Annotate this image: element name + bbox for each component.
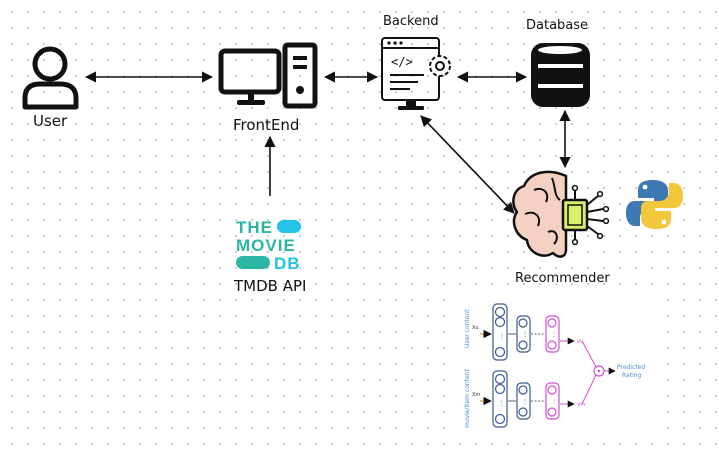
desktop-computer-icon bbox=[218, 42, 318, 109]
user-icon bbox=[22, 46, 79, 110]
python-logo-icon bbox=[626, 180, 683, 229]
nn-x-user-label: Xu bbox=[472, 325, 479, 331]
svg-text:⋮: ⋮ bbox=[551, 332, 557, 338]
svg-text:⋮: ⋮ bbox=[551, 399, 557, 405]
svg-text:</>: </> bbox=[391, 55, 413, 69]
nn-v-user-label: Vu bbox=[577, 339, 583, 345]
tmdb-logo-line1: THE bbox=[236, 218, 273, 237]
tmdb-logo: THE MOVIE DB bbox=[236, 218, 301, 273]
svg-text:⋮: ⋮ bbox=[499, 334, 505, 340]
svg-text:⋮: ⋮ bbox=[522, 399, 528, 405]
arrow-backend-recommender bbox=[420, 115, 515, 214]
frontend-label: FrontEnd bbox=[233, 116, 300, 134]
backend-label: Backend bbox=[383, 14, 439, 29]
svg-text:⋮: ⋮ bbox=[499, 401, 505, 407]
neural-network-figure: User content movie/item content Xu ⋮ ⋮ ⋮… bbox=[455, 296, 660, 434]
database-icon bbox=[531, 43, 590, 107]
tmdb-logo-line2: MOVIE bbox=[236, 236, 296, 255]
connection-arrows bbox=[84, 71, 571, 214]
nn-movie-branch-label: movie/item content bbox=[464, 368, 471, 428]
nn-v-movie-label: Vm bbox=[577, 402, 585, 408]
svg-text:⋮: ⋮ bbox=[522, 332, 528, 338]
user-label: User bbox=[33, 112, 68, 130]
tmdb-logo-line3: DB bbox=[274, 254, 301, 273]
nn-x-movie-label: Xm bbox=[472, 392, 480, 398]
recommender-label: Recommender bbox=[515, 271, 610, 286]
tmdb-api-label: TMDB API bbox=[234, 277, 307, 295]
database-label: Database bbox=[526, 18, 589, 33]
nn-user-branch-label: User content bbox=[464, 309, 471, 348]
nn-output-label-line1: Predicted bbox=[617, 364, 645, 371]
nn-output-label-line2: Rating bbox=[622, 372, 642, 379]
backend-server-icon: </> bbox=[381, 37, 451, 110]
brain-chip-icon bbox=[512, 170, 610, 258]
